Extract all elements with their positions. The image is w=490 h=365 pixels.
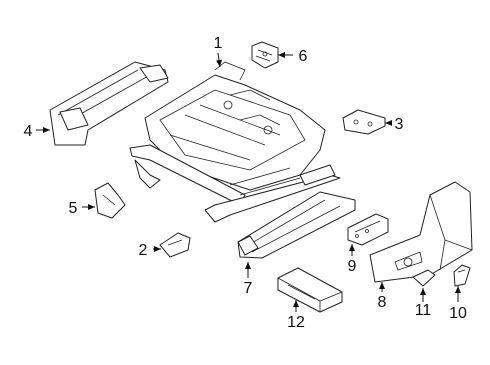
part-9-switch-module: [347, 213, 389, 246]
callout-8: 8: [378, 294, 387, 311]
part-2-cover: [159, 232, 191, 258]
part-7-rail-trim: [237, 191, 356, 259]
callout-7: 7: [244, 280, 253, 297]
part-1-seat-frame: [129, 61, 341, 223]
part-5-clip: [94, 182, 126, 219]
callout-9: 9: [348, 258, 357, 275]
part-3-side-bracket: [342, 109, 386, 135]
callout-1: 1: [214, 35, 223, 52]
part-6-upper-bracket: [251, 41, 279, 69]
callout-11: 11: [415, 302, 432, 319]
part-8-side-panel: [369, 181, 473, 283]
part-11-knob: [412, 269, 436, 287]
part-12-module-box: [277, 267, 343, 313]
callout-5: 5: [69, 200, 78, 217]
callout-6: 6: [299, 48, 308, 65]
callout-3: 3: [395, 116, 404, 133]
callout-2: 2: [139, 242, 148, 259]
callout-4: 4: [24, 123, 33, 140]
part-10-switch-cap: [453, 264, 471, 287]
part-4-side-shield: [49, 61, 169, 146]
callout-10: 10: [449, 305, 467, 322]
callout-12: 12: [287, 314, 305, 331]
